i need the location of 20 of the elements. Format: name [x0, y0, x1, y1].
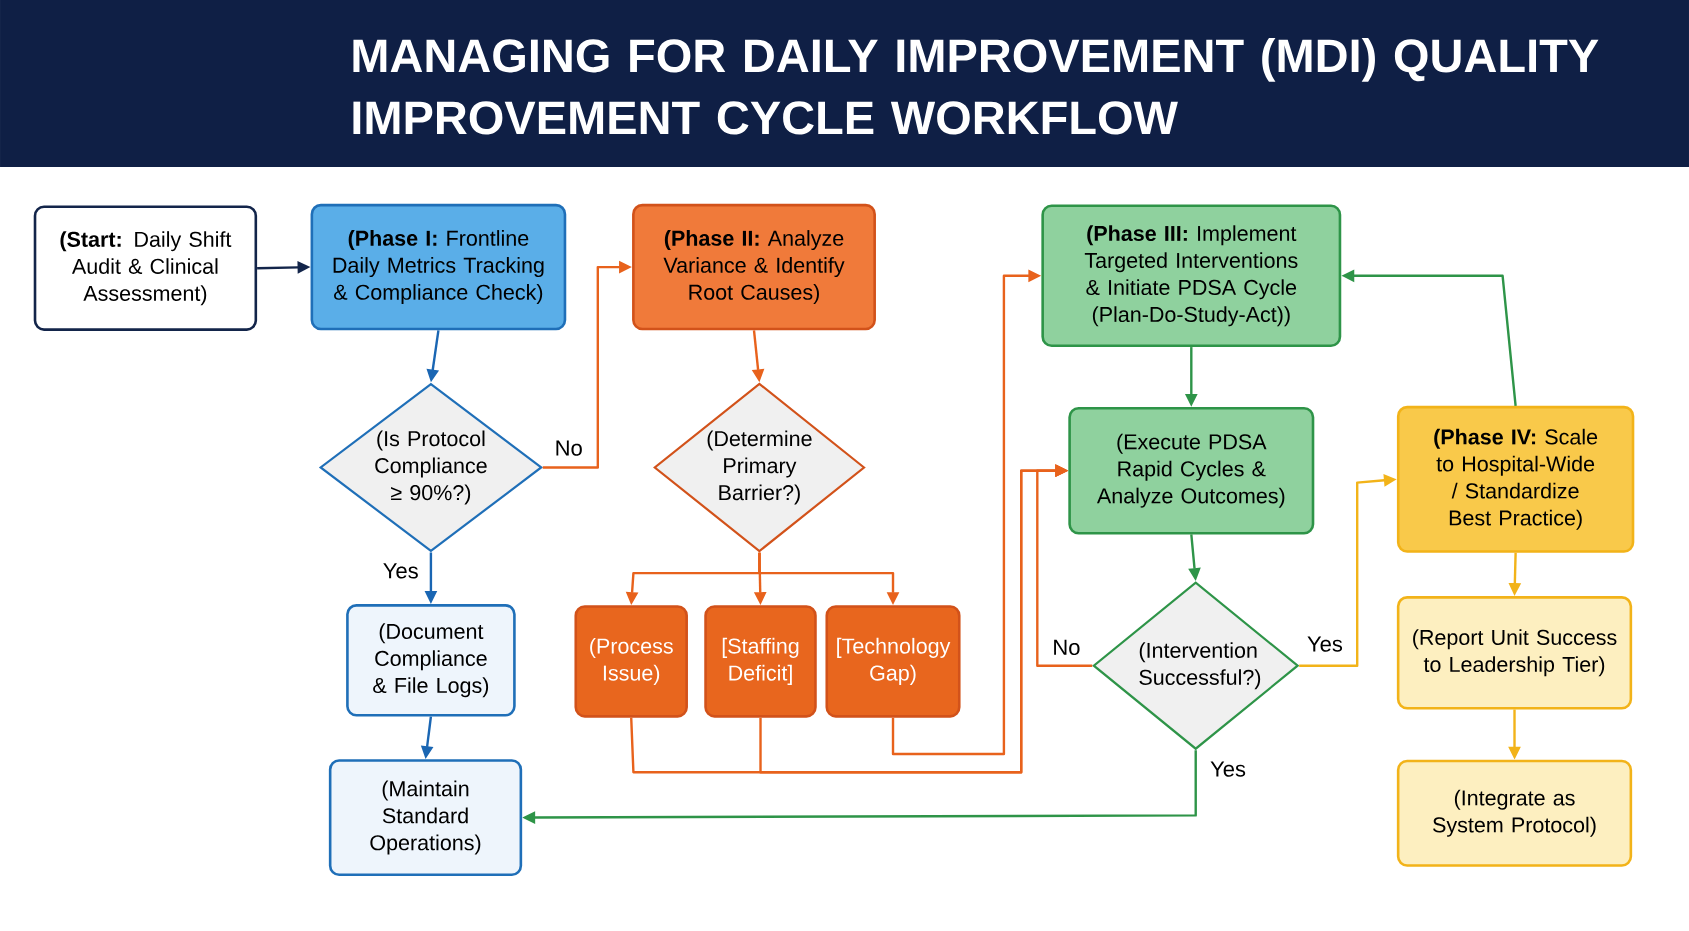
process-box: (Report Unit Success to Leadership Tier) — [1396, 596, 1633, 710]
process-box: (Phase III: Implement Targeted Interventions & Initiate PDSA Cycle (Plan-Do-Study-Act)) — [1041, 204, 1342, 348]
edge-label: Yes — [381, 562, 420, 580]
process-box: (Phase II: Analyze Variance & Identify Root Causes) — [632, 203, 876, 331]
process-box: (Phase IV: Scale to Hospital-Wide / Standardize Best Practice) — [1396, 405, 1635, 553]
process-box: (Process Issue) — [574, 605, 688, 718]
process-box: [Staffing Deficit] — [704, 605, 817, 718]
title-text: MANAGING FOR DAILY IMPROVEMENT (MDI) QUALITY IMPROVEMENT CYCLE WORKFLOW — [353, 37, 1599, 135]
terminal-box: (Start: Daily Shift Audit & Clinical Assessment) — [33, 205, 258, 331]
edge-label: Yes — [1305, 635, 1344, 653]
edge-label: No — [1051, 638, 1082, 657]
arrow — [1036, 464, 1093, 667]
edge-label: No — [553, 439, 584, 457]
process-box: (Maintain Standard Operations) — [328, 759, 523, 876]
process-box: (Document Compliance & File Logs) — [346, 604, 516, 717]
process-box: (Integrate as System Protocol) — [1396, 759, 1633, 867]
process-box: [Technology Gap) — [825, 605, 961, 718]
edge-label: Yes — [1209, 760, 1247, 778]
process-box: (Phase I: Frontline Daily Metrics Tracking & Compliance Check) — [310, 203, 567, 331]
process-box: (Execute PDSA Rapid Cycles & Analyze Outcomes) — [1068, 406, 1315, 535]
